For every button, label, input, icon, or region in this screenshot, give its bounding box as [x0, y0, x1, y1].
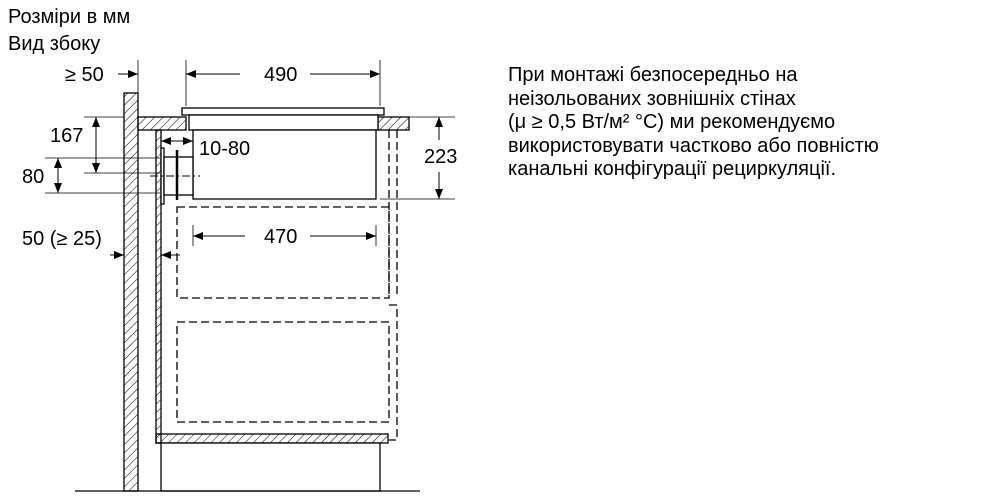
cabinet-side-dashed [388, 130, 398, 441]
note-line: використовувати частково або повністю [508, 134, 879, 157]
dim-hob-width: 490 [264, 64, 297, 86]
subtitle: Вид збоку [8, 33, 100, 55]
dim-cutout-width: 470 [264, 226, 297, 248]
drawer-upper [176, 206, 390, 299]
hob-frame [188, 114, 379, 131]
worktop-left [137, 116, 187, 131]
installation-note: При монтажі безпосередньо на неізольован… [508, 64, 879, 182]
note-line: (μ ≥ 0,5 Вт/м² °C) ми рекомендуємо [508, 111, 836, 133]
hob-glass [181, 107, 385, 116]
title: Розміри в мм [8, 6, 130, 28]
dim-back-gap: 50 (≥ 25) [22, 228, 102, 250]
note-line: канальні конфігурації рециркуляції. [508, 158, 837, 180]
drawer-lower [176, 321, 390, 423]
wall [123, 92, 139, 492]
dim-duct-offset: 10-80 [199, 138, 250, 160]
note-line: При монтажі безпосередньо на [508, 64, 798, 86]
dim-80: 80 [22, 166, 44, 188]
worktop-right [377, 116, 410, 131]
cabinet-back-panel [155, 129, 162, 444]
plinth [160, 442, 381, 492]
dim-wall-gap: ≥ 50 [65, 64, 104, 86]
dim-223: 223 [424, 146, 457, 168]
note-line: неізольованих зовнішніх стінах [508, 87, 796, 110]
cabinet-bottom [155, 433, 389, 444]
dim-167: 167 [50, 125, 83, 147]
